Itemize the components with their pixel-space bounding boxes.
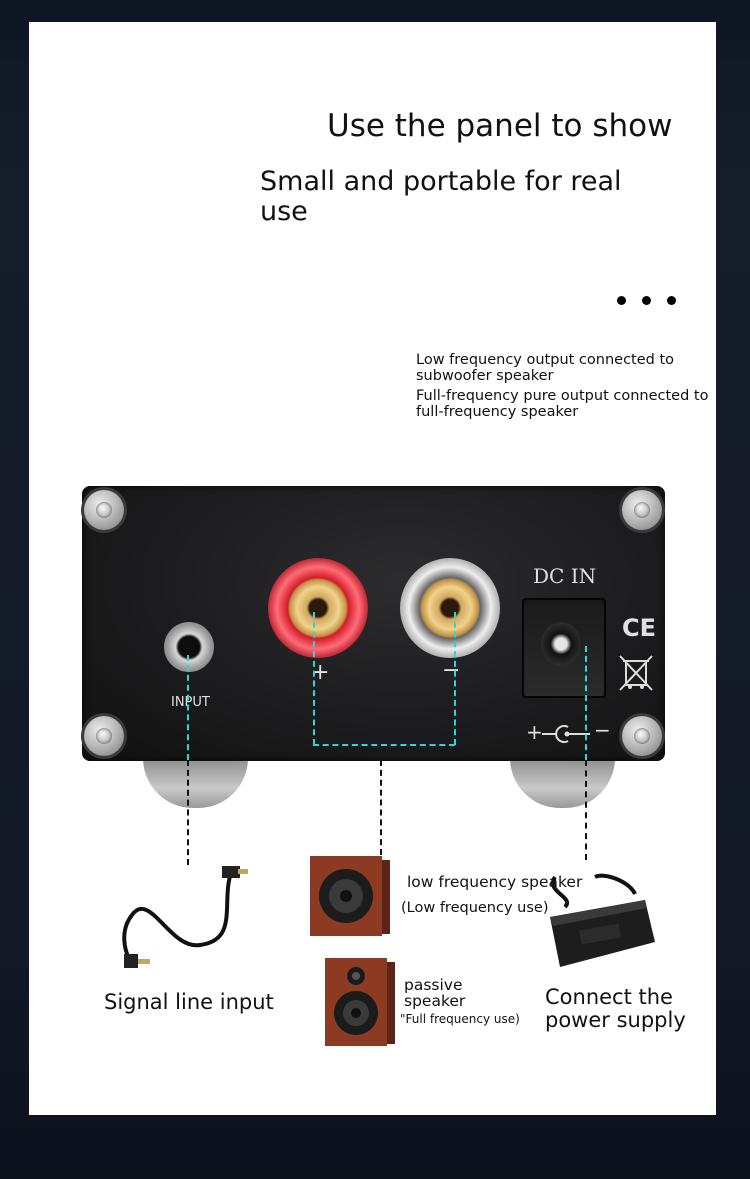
- ellipsis-icon: [617, 290, 692, 309]
- passive-speaker-note: "Full frequency use): [400, 1012, 520, 1026]
- passive-speaker-icon: [325, 958, 395, 1046]
- minus-label: −: [442, 658, 461, 683]
- power-supply-label: Connect the power supply: [545, 985, 686, 1032]
- guide-power: [585, 646, 587, 760]
- input-label: INPUT: [171, 695, 210, 710]
- screw-icon: [622, 490, 662, 530]
- dc-power-jack: [522, 598, 606, 698]
- polarity-minus: −: [594, 718, 611, 742]
- power-adapter-icon: [550, 873, 655, 967]
- weee-bin-icon: [619, 655, 653, 691]
- audio-input-jack: [164, 622, 214, 672]
- audio-cable-icon: [122, 866, 248, 968]
- screw-icon: [84, 490, 124, 530]
- guide-speaker-left: [313, 612, 315, 745]
- polarity-plus: +: [526, 720, 543, 744]
- binding-post-positive: [268, 558, 368, 658]
- note-low-frequency: Low frequency output connected to subwoo…: [416, 352, 675, 384]
- guide-speaker-bridge: [313, 744, 455, 746]
- guide-input-down: [187, 760, 189, 865]
- screw-icon: [622, 716, 662, 756]
- amplifier-back-panel: INPUT + − DC IN CE + −: [82, 486, 665, 761]
- subwoofer-speaker-icon: [310, 856, 390, 936]
- subtitle: Small and portable for real use: [260, 166, 622, 227]
- guide-speaker-right: [454, 612, 456, 745]
- dc-in-label: DC IN: [533, 564, 597, 588]
- passive-speaker-title: passive speaker: [404, 976, 466, 1010]
- plus-label: +: [311, 660, 330, 685]
- guide-input: [187, 655, 189, 760]
- ce-mark: CE: [622, 614, 657, 642]
- title: Use the panel to show: [327, 108, 673, 144]
- binding-post-negative: [400, 558, 500, 658]
- guide-speaker-down: [380, 760, 382, 855]
- low-speaker-title: low frequency speaker: [407, 873, 583, 891]
- guide-power-down: [585, 760, 587, 860]
- screw-icon: [84, 716, 124, 756]
- note-full-frequency: Full-frequency pure output connected to …: [416, 388, 709, 420]
- signal-line-label: Signal line input: [104, 990, 274, 1014]
- low-speaker-note: (Low frequency use): [401, 900, 549, 916]
